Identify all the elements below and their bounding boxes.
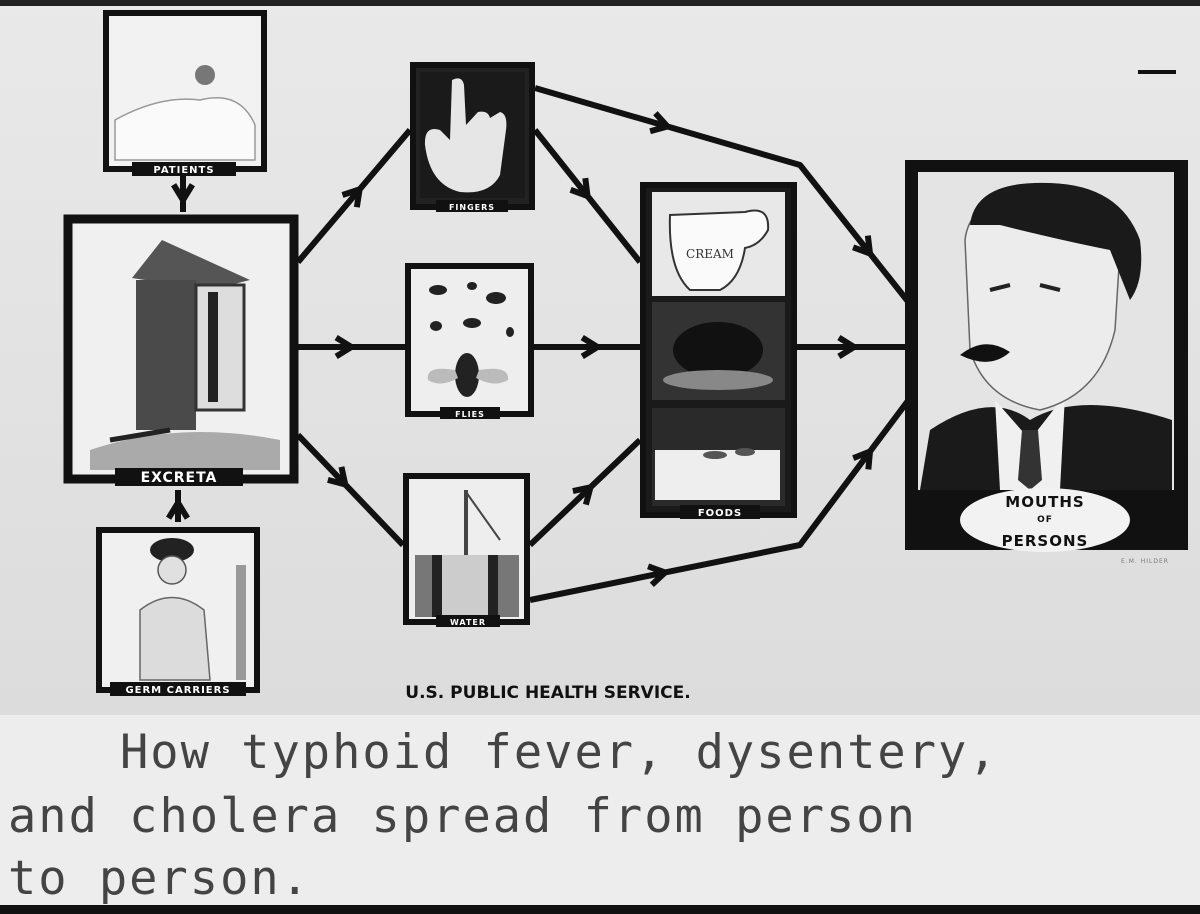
caption-line-3: to person. [8,851,311,906]
caption-line-1: How typhoid fever, dysentery, [120,725,999,780]
pointing-hand-icon [424,78,507,193]
node-patients: PATIENTS [103,10,267,176]
mouths-label-line2: OF [1037,515,1053,525]
excreta-label: EXCRETA [141,470,218,486]
arrowhead-fingers-to-mouths [649,111,671,135]
arrowhead-fingers-to-foods [569,177,591,199]
corner-mark [1138,70,1176,74]
well-icon [415,490,519,617]
patient-head-icon [195,65,215,85]
node-water: WATER [403,473,530,627]
man-portrait-icon [920,182,1172,490]
arrowhead-fingers-to-mouths [852,235,873,257]
flow-arrows [166,85,943,603]
arrowhead-water-to-foods [572,484,594,506]
arrowhead-water-to-mouths [647,563,668,587]
bottom-edge [0,905,1200,914]
patients-label: PATIENTS [153,165,214,176]
node-fingers: FINGERS [410,62,535,212]
node-foods: CREAM FOODS [640,182,797,519]
flies-icon [427,282,514,397]
arrowhead-foods-to-mouths [837,335,858,359]
arrowhead-germ-carriers-to-excreta [166,499,190,520]
node-mouths-of-persons: MOUTHS OF PERSONS [905,160,1188,552]
arrowhead-excreta-to-water [327,466,349,488]
bed-icon [114,97,256,161]
node-excreta: EXCRETA [63,214,299,486]
top-edge [0,0,1200,6]
flies-label: FLIES [455,410,485,419]
mouths-label-line3: PERSONS [1002,532,1089,550]
caption-line-2: and cholera spread from person [8,789,917,844]
cream-pitcher-text: CREAM [686,247,734,261]
fingers-label: FINGERS [449,203,495,212]
node-germ-carriers: GERM CARRIERS [96,527,260,696]
arrowhead-flies-to-foods [580,335,601,359]
edge-fingers-to-mouths [534,85,943,344]
nurse-figure-icon [139,538,246,681]
caption-strip [0,715,1200,905]
edge-water-to-foods [527,437,643,548]
germ-carriers-label: GERM CARRIERS [125,685,230,696]
cream-pitcher-icon [668,209,770,291]
edge-excreta-to-fingers [295,128,413,264]
mouths-label-line1: MOUTHS [1005,493,1084,511]
outhouse-icon [90,240,280,470]
edge-excreta-to-water [295,432,406,548]
arrowhead-excreta-to-flies [334,335,355,359]
foods-label: FOODS [698,508,742,519]
edge-water-to-mouths [529,356,943,603]
credit-line: U.S. PUBLIC HEALTH SERVICE. [405,683,690,703]
arrowhead-excreta-to-fingers [341,186,363,208]
water-label: WATER [450,618,486,627]
artist-signature: E.M. HILDER [1121,558,1169,565]
arrowhead-patients-to-excreta [171,183,195,203]
node-flies: FLIES [405,263,534,419]
arrowhead-water-to-mouths [852,448,873,470]
